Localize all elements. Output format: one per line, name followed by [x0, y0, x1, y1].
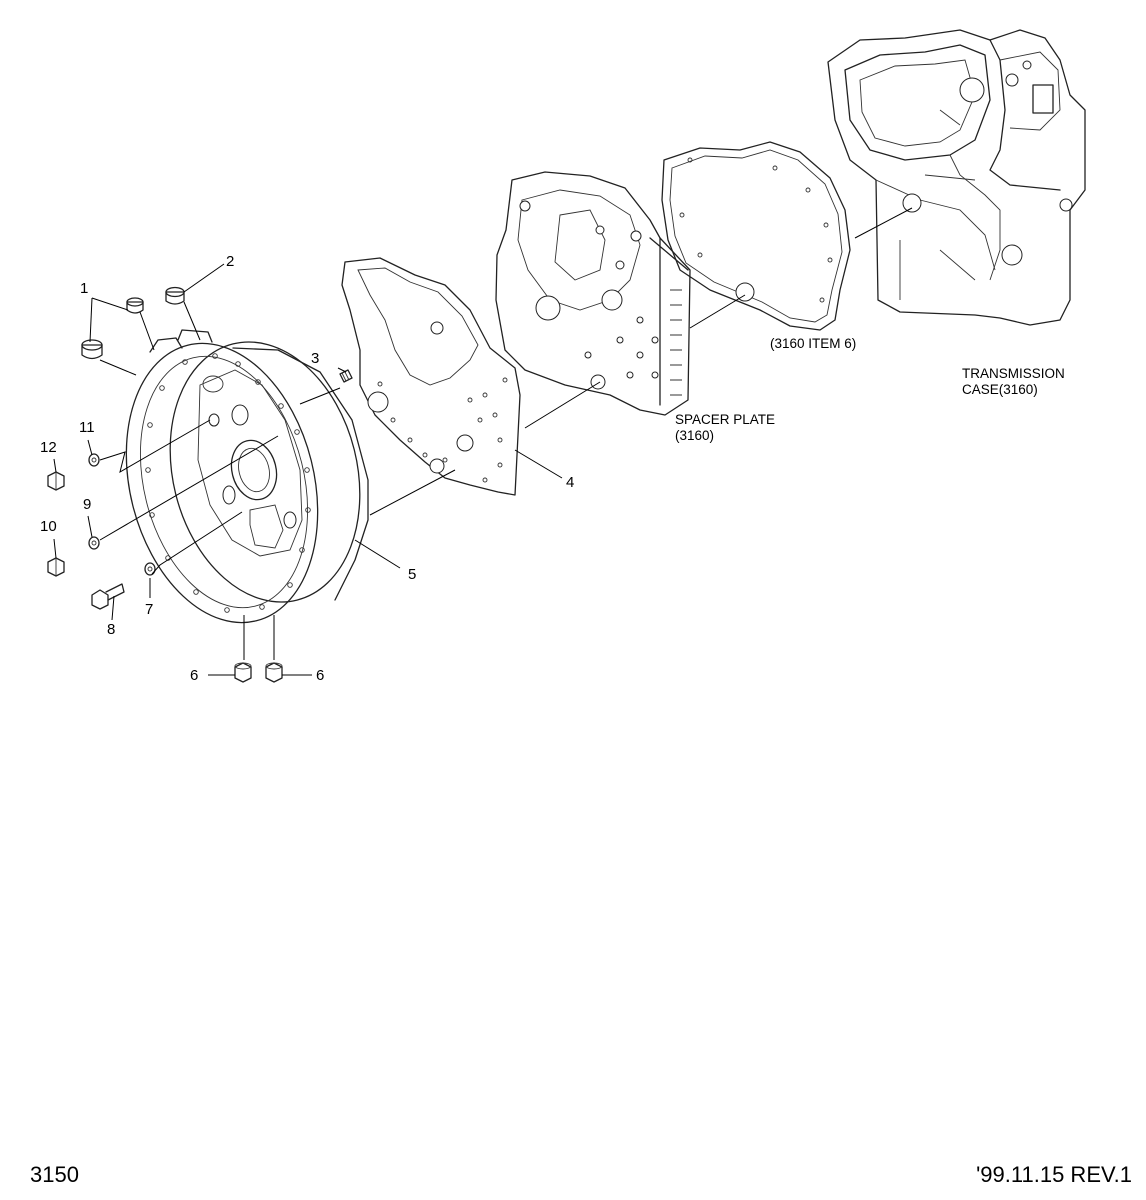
- callout-8: 8: [107, 621, 115, 638]
- callout-4: 4: [566, 474, 574, 491]
- separator-plate-item-4: [341, 257, 521, 496]
- plug-item-2: [165, 286, 185, 305]
- bolt-item-8: [91, 583, 125, 610]
- bolt-item-12: [47, 471, 65, 491]
- spacer-plate-valve-body: [495, 171, 691, 416]
- bolt-item-6-left: [234, 662, 252, 683]
- callout-9: 9: [83, 496, 91, 513]
- callout-12: 12: [40, 439, 57, 456]
- leader-lines: [53, 207, 913, 676]
- gasket-ref-label: (3160 ITEM 6): [770, 336, 856, 351]
- callout-1: 1: [80, 280, 88, 297]
- plug-item-1-lower: [81, 339, 103, 360]
- spacer-plate-ref: (3160): [675, 428, 714, 443]
- transmission-case: [827, 29, 1086, 326]
- plug-item-1-upper: [126, 297, 144, 314]
- washer-item-9: [88, 536, 100, 550]
- transmission-case-ref: CASE(3160): [962, 382, 1038, 397]
- callout-3: 3: [311, 350, 319, 367]
- revision-date: '99.11.15 REV.1: [976, 1162, 1132, 1187]
- callout-6-right: 6: [316, 667, 324, 684]
- washer-item-7: [144, 562, 156, 576]
- callout-2: 2: [226, 253, 234, 270]
- bolt-item-10: [47, 557, 65, 577]
- bolt-item-6-right: [265, 662, 283, 683]
- callout-6-left: 6: [190, 667, 198, 684]
- callout-7: 7: [145, 601, 153, 618]
- callout-10: 10: [40, 518, 57, 535]
- gasket-3160-item-6: [661, 141, 851, 331]
- pump-housing-item-5: [125, 329, 369, 624]
- transmission-case-label: TRANSMISSION: [962, 366, 1065, 381]
- callout-11: 11: [79, 419, 95, 436]
- page-number: 3150: [30, 1162, 79, 1187]
- washer-item-11: [88, 453, 100, 467]
- spacer-plate-label: SPACER PLATE: [675, 412, 775, 427]
- callout-5: 5: [408, 566, 416, 583]
